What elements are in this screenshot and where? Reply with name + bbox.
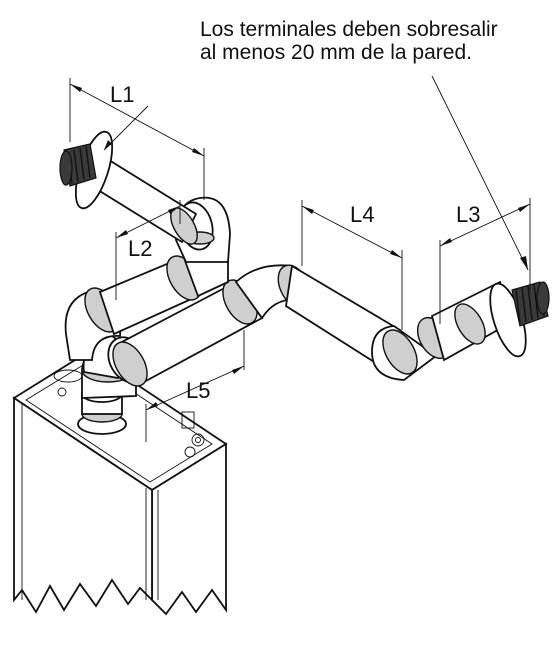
right-terminal — [489, 281, 550, 358]
dimension-label-l2: L2 — [128, 236, 153, 261]
note-line-2: al menos 20 mm de la pared. — [200, 41, 472, 64]
note-line-1: Los terminales deben sobresalir — [200, 18, 498, 41]
boiler-unit — [12, 350, 228, 616]
dimension-label-l1: L1 — [110, 82, 135, 107]
dimension-label-l4: L4 — [350, 202, 375, 227]
dimension-label-l3: L3 — [456, 202, 481, 227]
dimension-lines — [69, 75, 531, 442]
left-terminal — [59, 130, 114, 210]
lower-pipe-run — [81, 264, 514, 399]
dimension-label-l5: L5 — [186, 378, 211, 403]
upper-pipe-run — [64, 150, 231, 361]
installation-note: Los terminales deben sobresalir al menos… — [200, 18, 550, 64]
